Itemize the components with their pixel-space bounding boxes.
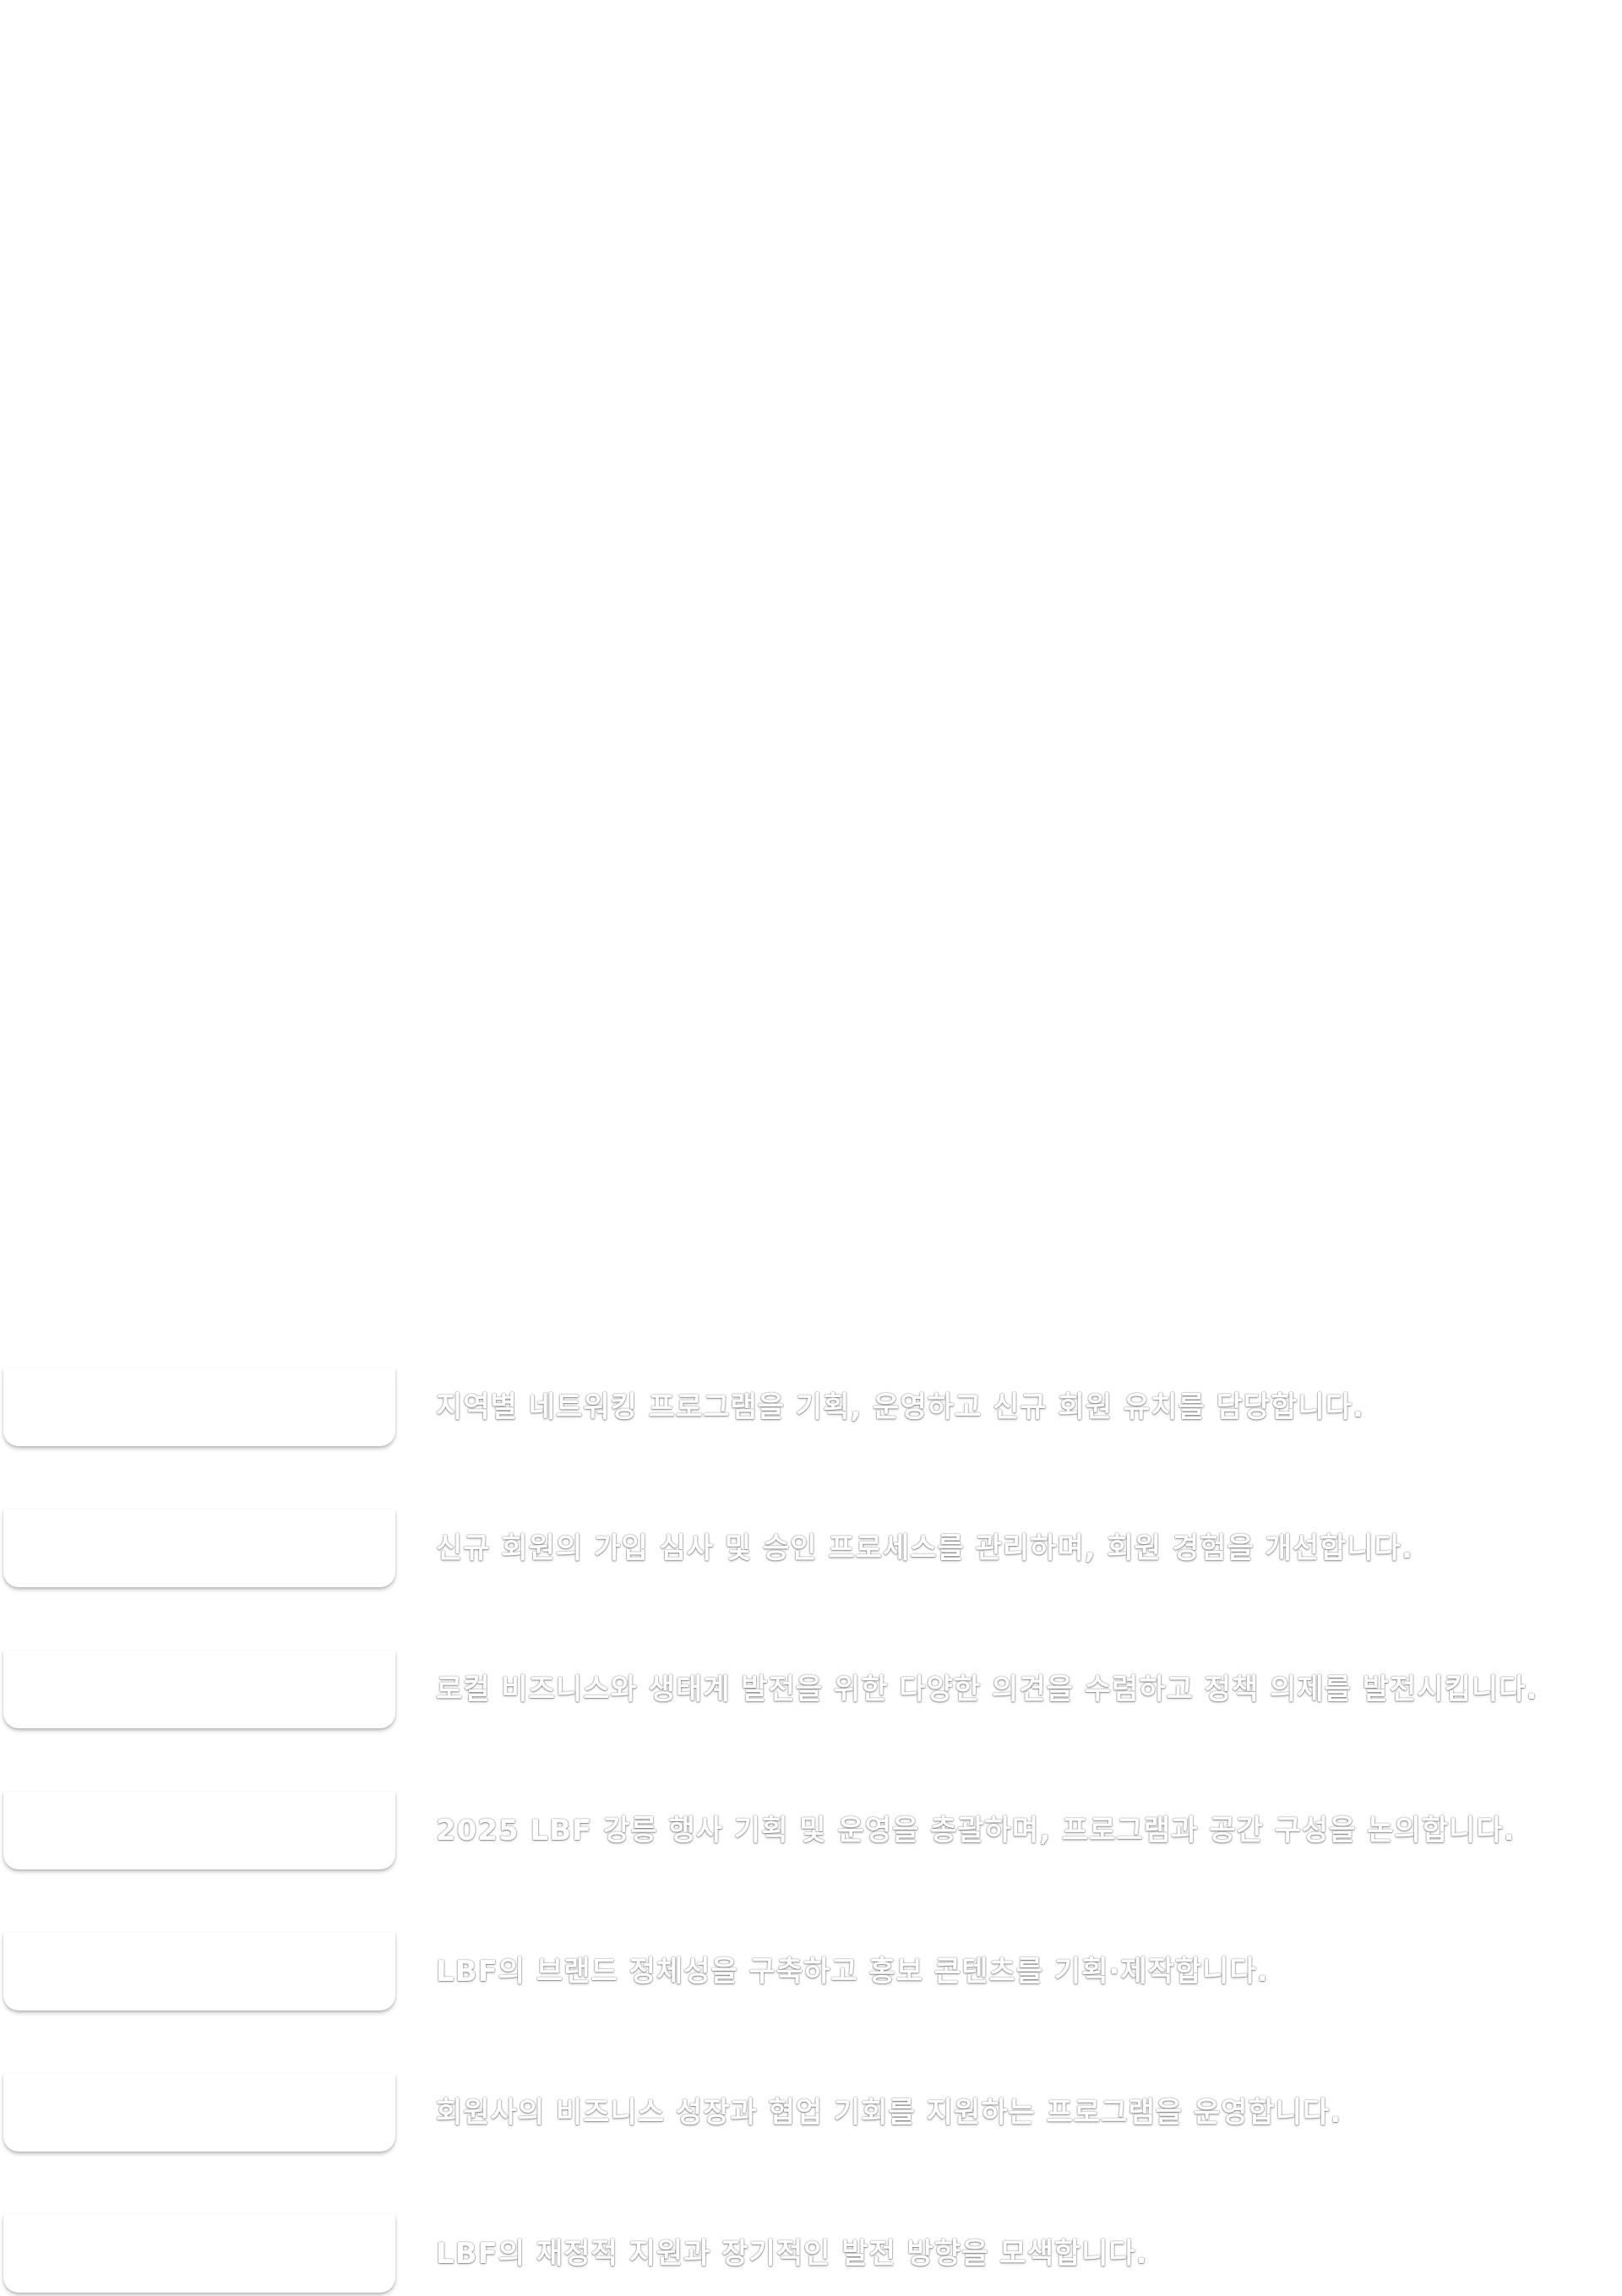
committee-card[interactable] bbox=[3, 1933, 395, 2010]
committee-description: 회원사의 비즈니스 성장과 협업 기회를 지원하는 프로그램을 운영합니다. bbox=[436, 2096, 1342, 2130]
committee-description: 지역별 네트워킹 프로그램을 기획, 운영하고 신규 회원 유치를 담당합니다. bbox=[436, 1390, 1364, 1424]
committee-row: 2025 LBF 강릉 행사 기획 및 운영을 총괄하며, 프로그램과 공간 구… bbox=[0, 1792, 1622, 1869]
committee-card[interactable] bbox=[3, 1510, 395, 1587]
committee-row: LBF의 재정적 지원과 장기적인 발전 방향을 모색합니다. bbox=[0, 2215, 1622, 2293]
committee-card[interactable] bbox=[3, 1368, 395, 1446]
committee-description: 2025 LBF 강릉 행사 기획 및 운영을 총괄하며, 프로그램과 공간 구… bbox=[436, 1814, 1516, 1847]
committee-description: 신규 회원의 가입 심사 및 승인 프로세스를 관리하며, 회원 경험을 개선합… bbox=[436, 1532, 1413, 1565]
committee-row: 지역별 네트워킹 프로그램을 기획, 운영하고 신규 회원 유치를 담당합니다. bbox=[0, 1368, 1622, 1446]
committee-row: LBF의 브랜드 정체성을 구축하고 홍보 콘텐츠를 기획·제작합니다. bbox=[0, 1933, 1622, 2010]
committee-card[interactable] bbox=[3, 2074, 395, 2152]
committee-row: 회원사의 비즈니스 성장과 협업 기회를 지원하는 프로그램을 운영합니다. bbox=[0, 2074, 1622, 2152]
committee-description: LBF의 재정적 지원과 장기적인 발전 방향을 모색합니다. bbox=[436, 2237, 1148, 2271]
committee-card[interactable] bbox=[3, 2215, 395, 2293]
committee-description: 로컬 비즈니스와 생태계 발전을 위한 다양한 의견을 수렴하고 정책 의제를 … bbox=[436, 1673, 1538, 1706]
committee-row: 로컬 비즈니스와 생태계 발전을 위한 다양한 의견을 수렴하고 정책 의제를 … bbox=[0, 1651, 1622, 1728]
committee-card[interactable] bbox=[3, 1651, 395, 1728]
committee-row: 신규 회원의 가입 심사 및 승인 프로세스를 관리하며, 회원 경험을 개선합… bbox=[0, 1510, 1622, 1587]
committee-card[interactable] bbox=[3, 1792, 395, 1869]
committee-description: LBF의 브랜드 정체성을 구축하고 홍보 콘텐츠를 기획·제작합니다. bbox=[436, 1955, 1269, 1989]
